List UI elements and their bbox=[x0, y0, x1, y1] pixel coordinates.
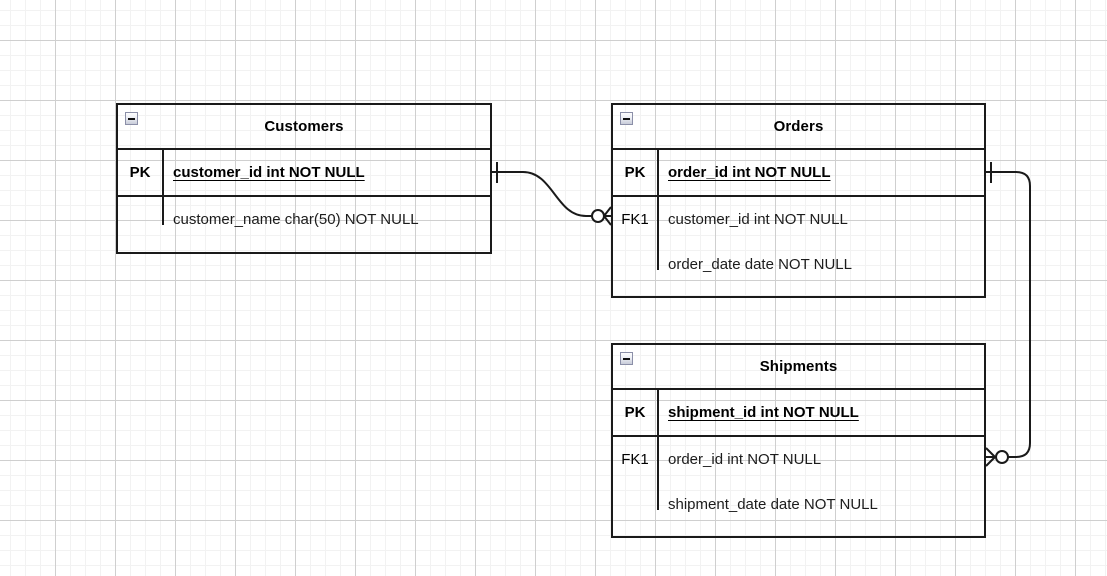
field-label: order_date date NOT NULL bbox=[668, 256, 852, 273]
entity-orders[interactable]: Orders PK order_id int NOT NULL FK1 cust… bbox=[611, 103, 986, 298]
key-label: PK bbox=[624, 164, 646, 181]
column-divider bbox=[162, 197, 164, 225]
entity-title: Shipments bbox=[759, 358, 838, 375]
key-label: FK1 bbox=[621, 451, 649, 468]
relationship-customers-orders[interactable] bbox=[491, 162, 612, 226]
table-row[interactable]: customer_name char(50) NOT NULL bbox=[118, 197, 490, 242]
entity-shipments[interactable]: Shipments PK shipment_id int NOT NULL FK… bbox=[611, 343, 986, 538]
table-row[interactable]: FK1 customer_id int NOT NULL bbox=[613, 197, 984, 242]
minus-box-icon[interactable] bbox=[125, 112, 138, 125]
cardinality-many-crowsfoot bbox=[603, 206, 612, 226]
entity-pk-section-orders: PK order_id int NOT NULL bbox=[613, 150, 984, 197]
entity-attr-section-customers: customer_name char(50) NOT NULL bbox=[118, 197, 490, 242]
column-divider bbox=[657, 197, 659, 270]
entity-pk-section-shipments: PK shipment_id int NOT NULL bbox=[613, 390, 984, 437]
field-label: customer_id int NOT NULL bbox=[173, 164, 365, 181]
key-label: PK bbox=[129, 164, 151, 181]
column-divider bbox=[162, 150, 164, 195]
field-label: customer_id int NOT NULL bbox=[668, 211, 848, 228]
cardinality-many-crowsfoot bbox=[985, 447, 996, 467]
entity-title: Orders bbox=[773, 118, 824, 135]
key-label: FK1 bbox=[621, 211, 649, 228]
entity-customers[interactable]: Customers PK customer_id int NOT NULL cu… bbox=[116, 103, 492, 254]
cardinality-zero-circle bbox=[591, 209, 605, 223]
minus-box-icon[interactable] bbox=[620, 352, 633, 365]
table-row[interactable]: PK order_id int NOT NULL bbox=[613, 150, 984, 195]
table-row[interactable]: FK1 order_id int NOT NULL bbox=[613, 437, 984, 482]
table-row[interactable]: shipment_date date NOT NULL bbox=[613, 482, 984, 527]
column-divider bbox=[657, 390, 659, 435]
column-divider bbox=[657, 437, 659, 510]
field-label: customer_name char(50) NOT NULL bbox=[173, 211, 419, 228]
entity-header-orders: Orders bbox=[613, 105, 984, 150]
table-row[interactable]: PK shipment_id int NOT NULL bbox=[613, 390, 984, 435]
field-label: order_id int NOT NULL bbox=[668, 164, 831, 181]
relationship-orders-shipments[interactable] bbox=[985, 162, 1031, 467]
minus-box-icon[interactable] bbox=[620, 112, 633, 125]
entity-header-customers: Customers bbox=[118, 105, 490, 150]
relationship-line bbox=[985, 171, 1031, 458]
relationship-line bbox=[491, 171, 593, 217]
entity-header-shipments: Shipments bbox=[613, 345, 984, 390]
field-label: order_id int NOT NULL bbox=[668, 451, 822, 468]
entity-pk-section-customers: PK customer_id int NOT NULL bbox=[118, 150, 490, 197]
entity-attr-section-orders: FK1 customer_id int NOT NULL order_date … bbox=[613, 197, 984, 287]
column-divider bbox=[657, 150, 659, 195]
key-label: PK bbox=[624, 404, 646, 421]
field-label: shipment_date date NOT NULL bbox=[668, 496, 878, 513]
entity-title: Customers bbox=[264, 118, 344, 135]
table-row[interactable]: PK customer_id int NOT NULL bbox=[118, 150, 490, 195]
cardinality-zero-circle bbox=[995, 450, 1009, 464]
field-label: shipment_id int NOT NULL bbox=[668, 404, 859, 421]
table-row[interactable]: order_date date NOT NULL bbox=[613, 242, 984, 287]
entity-attr-section-shipments: FK1 order_id int NOT NULL shipment_date … bbox=[613, 437, 984, 527]
